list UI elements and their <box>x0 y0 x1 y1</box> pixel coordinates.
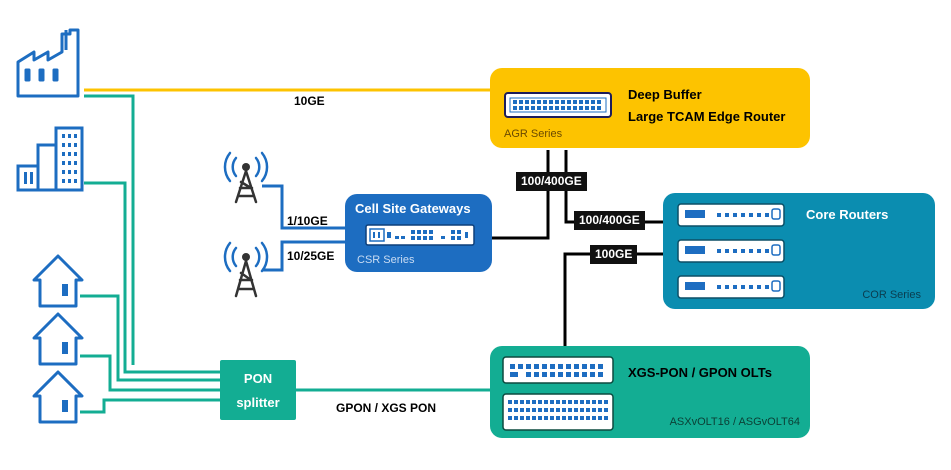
link-tag-100ge: 100GE <box>590 245 638 264</box>
cor-series-label: COR Series <box>862 289 921 301</box>
csr-to-agr-line <box>492 150 550 240</box>
olt-title: XGS-PON / GPON OLTs <box>628 365 772 380</box>
house2-to-pon-line <box>80 354 220 392</box>
olt-chassis-icon <box>502 356 614 431</box>
cor-to-olt-line <box>563 252 665 348</box>
cor-title: Core Routers <box>806 207 889 222</box>
house-icon <box>32 254 84 308</box>
link-label-10-25ge: 10/25GE <box>287 249 335 263</box>
tower1-to-csr-line <box>262 184 345 230</box>
pon-splitter-box: PON splitter <box>220 360 296 420</box>
csr-gateway-box: Cell Site Gateways CSR Series <box>345 194 492 272</box>
cell-tower-icon <box>223 241 269 298</box>
cell-tower-icon <box>223 151 269 204</box>
link-label-1-10ge: 1/10GE <box>287 214 328 228</box>
csr-series-label: CSR Series <box>357 254 415 266</box>
house-icon <box>32 312 84 366</box>
core-router-box: Core Routers COR Series <box>663 193 935 309</box>
gateway-chassis-icon <box>365 224 475 246</box>
agr-router-box: Deep Buffer Large TCAM Edge Router AGR S… <box>490 68 810 148</box>
house1-to-pon-line <box>80 294 220 382</box>
link-tag-100-400ge-csr: 100/400GE <box>516 172 587 191</box>
factory-icon <box>16 28 80 98</box>
agr-title-line2: Large TCAM Edge Router <box>628 109 786 124</box>
office-building-icon <box>16 126 84 192</box>
house3-to-pon-line <box>80 398 220 414</box>
router-chassis-icon <box>504 92 612 118</box>
core-router-stack-icon <box>677 203 785 299</box>
pon-label-line2: splitter <box>236 395 280 410</box>
csr-title: Cell Site Gateways <box>355 201 471 216</box>
olt-box: XGS-PON / GPON OLTs ASXvOLT16 / ASGvOLT6… <box>490 346 810 438</box>
agr-title-line1: Deep Buffer <box>628 87 702 102</box>
link-tag-100-400ge-cor: 100/400GE <box>574 211 645 230</box>
pon-label-line1: PON <box>243 371 273 386</box>
house-icon <box>32 370 84 424</box>
link-label-gpon-xgs-pon: GPON / XGS PON <box>336 401 437 415</box>
office-to-pon-line <box>84 181 220 374</box>
olt-series-label: ASXvOLT16 / ASGvOLT64 <box>669 416 800 428</box>
tower2-to-csr-line <box>262 240 345 272</box>
agr-series-label: AGR Series <box>504 128 563 140</box>
factory-to-pon-line <box>84 94 135 365</box>
link-label-10ge: 10GE <box>294 94 325 108</box>
